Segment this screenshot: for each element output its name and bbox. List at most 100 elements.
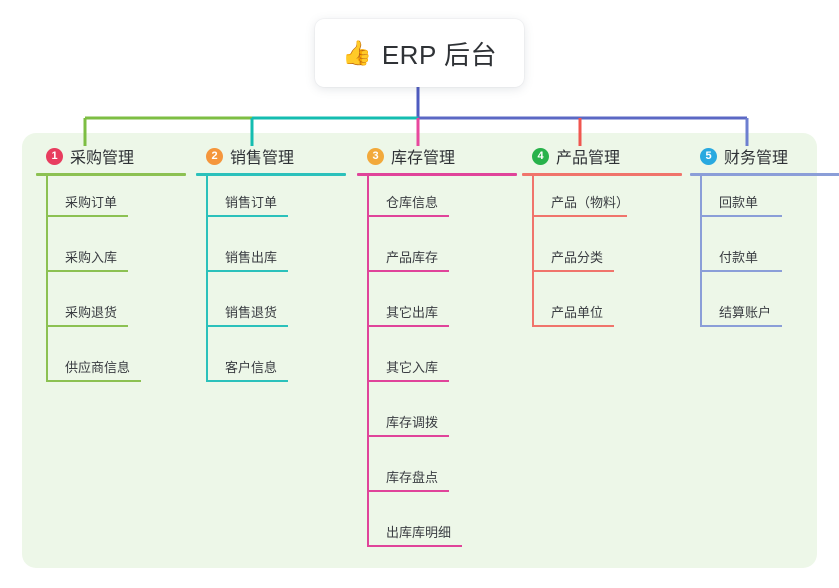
list-item-label: 供应商信息 xyxy=(65,360,131,375)
list-item[interactable]: 采购入库 xyxy=(36,231,186,286)
list-item-label: 采购订单 xyxy=(65,195,118,210)
list-item-rule xyxy=(47,380,141,382)
column-3: 3 库存管理仓库信息产品库存其它出库其它入库库存调拨库存盘点出库库明细 xyxy=(357,145,517,561)
column-title: 采购管理 xyxy=(70,150,135,167)
list-item-label: 产品库存 xyxy=(386,250,439,265)
column-badge-number: 2 xyxy=(206,147,223,165)
column-4: 4 产品管理产品（物料） 产品分类产品单位 xyxy=(522,145,682,341)
list-item-rule xyxy=(368,325,449,327)
thumbs-up-icon: 👍 xyxy=(341,40,372,67)
list-item-label: 付款单 xyxy=(719,250,759,265)
list-item[interactable]: 产品单位 xyxy=(522,286,682,341)
column-header-4[interactable]: 4 产品管理 xyxy=(522,145,682,167)
column-rail xyxy=(367,176,369,547)
list-item[interactable]: 库存盘点 xyxy=(357,451,517,506)
column-header-1[interactable]: 1 采购管理 xyxy=(36,145,186,167)
list-item[interactable]: 采购退货 xyxy=(36,286,186,341)
list-item[interactable]: 付款单 xyxy=(690,231,839,286)
list-item[interactable]: 仓库信息 xyxy=(357,176,517,231)
column-header-rule xyxy=(357,173,517,176)
list-item-label: 产品（物料） xyxy=(551,195,630,210)
list-item-rule xyxy=(368,380,449,382)
column-badge-number: 4 xyxy=(532,147,549,165)
list-item-rule xyxy=(368,490,449,492)
list-item-rule xyxy=(368,270,449,272)
list-item-label: 产品单位 xyxy=(551,305,604,320)
column-rail xyxy=(46,176,48,382)
list-item[interactable]: 回款单 xyxy=(690,176,839,231)
column-badge-number: 5 xyxy=(700,147,717,165)
list-item-rule xyxy=(368,215,449,217)
column-header-rule xyxy=(522,173,682,176)
column-header-3[interactable]: 3 库存管理 xyxy=(357,145,517,167)
list-item[interactable]: 销售退货 xyxy=(196,286,346,341)
column-title: 库存管理 xyxy=(391,150,456,167)
list-item-rule xyxy=(207,270,288,272)
list-item-rule xyxy=(533,325,614,327)
list-item[interactable]: 产品分类 xyxy=(522,231,682,286)
column-items: 产品（物料） 产品分类产品单位 xyxy=(522,176,682,341)
list-item-label: 出库库明细 xyxy=(386,525,452,540)
column-header-rule xyxy=(196,173,346,176)
list-item[interactable]: 其它入库 xyxy=(357,341,517,396)
column-1: 1 采购管理采购订单采购入库采购退货供应商信息 xyxy=(36,145,186,396)
list-item-label: 结算账户 xyxy=(719,305,772,320)
column-title: 销售管理 xyxy=(230,150,295,167)
list-item-rule xyxy=(533,215,627,217)
list-item[interactable]: 其它出库 xyxy=(357,286,517,341)
list-item-label: 库存盘点 xyxy=(386,470,439,485)
root-node-erp-backend[interactable]: 👍 ERP 后台 xyxy=(315,19,524,87)
list-item-rule xyxy=(207,325,288,327)
list-item-label: 采购入库 xyxy=(65,250,118,265)
list-item-label: 库存调拨 xyxy=(386,415,439,430)
list-item-rule xyxy=(47,270,128,272)
list-item[interactable]: 供应商信息 xyxy=(36,341,186,396)
column-items: 销售订单销售出库销售退货客户信息 xyxy=(196,176,346,396)
list-item[interactable]: 产品（物料） xyxy=(522,176,682,231)
list-item-rule xyxy=(701,215,782,217)
root-node-label: ERP 后台 xyxy=(381,39,498,70)
list-item[interactable]: 销售订单 xyxy=(196,176,346,231)
list-item[interactable]: 结算账户 xyxy=(690,286,839,341)
list-item-rule xyxy=(47,215,128,217)
column-badge-number: 3 xyxy=(367,147,384,165)
column-items: 采购订单采购入库采购退货供应商信息 xyxy=(36,176,186,396)
column-items: 仓库信息产品库存其它出库其它入库库存调拨库存盘点出库库明细 xyxy=(357,176,517,561)
list-item-label: 其它出库 xyxy=(386,305,439,320)
list-item-rule xyxy=(207,215,288,217)
list-item[interactable]: 产品库存 xyxy=(357,231,517,286)
list-item-rule xyxy=(368,435,449,437)
list-item-label: 采购退货 xyxy=(65,305,118,320)
column-rail xyxy=(206,176,208,382)
list-item[interactable]: 销售出库 xyxy=(196,231,346,286)
column-header-rule xyxy=(36,173,186,176)
list-item[interactable]: 客户信息 xyxy=(196,341,346,396)
list-item[interactable]: 采购订单 xyxy=(36,176,186,231)
column-rail xyxy=(700,176,702,327)
list-item-rule xyxy=(368,545,462,547)
list-item-rule xyxy=(701,325,782,327)
column-title: 产品管理 xyxy=(556,150,621,167)
column-2: 2 销售管理销售订单销售出库销售退货客户信息 xyxy=(196,145,346,396)
column-items: 回款单付款单结算账户 xyxy=(690,176,839,341)
list-item-label: 销售退货 xyxy=(225,305,278,320)
list-item-label: 销售出库 xyxy=(225,250,278,265)
list-item[interactable]: 库存调拨 xyxy=(357,396,517,451)
column-header-2[interactable]: 2 销售管理 xyxy=(196,145,346,167)
list-item-rule xyxy=(207,380,288,382)
diagram-panel xyxy=(22,133,817,568)
list-item[interactable]: 出库库明细 xyxy=(357,506,517,561)
column-rail xyxy=(532,176,534,327)
list-item-rule xyxy=(701,270,782,272)
list-item-label: 产品分类 xyxy=(551,250,604,265)
list-item-label: 销售订单 xyxy=(225,195,278,210)
list-item-label: 客户信息 xyxy=(225,360,278,375)
column-badge-number: 1 xyxy=(46,147,63,165)
list-item-label: 回款单 xyxy=(719,195,759,210)
list-item-rule xyxy=(533,270,614,272)
list-item-rule xyxy=(47,325,128,327)
column-header-rule xyxy=(690,173,839,176)
